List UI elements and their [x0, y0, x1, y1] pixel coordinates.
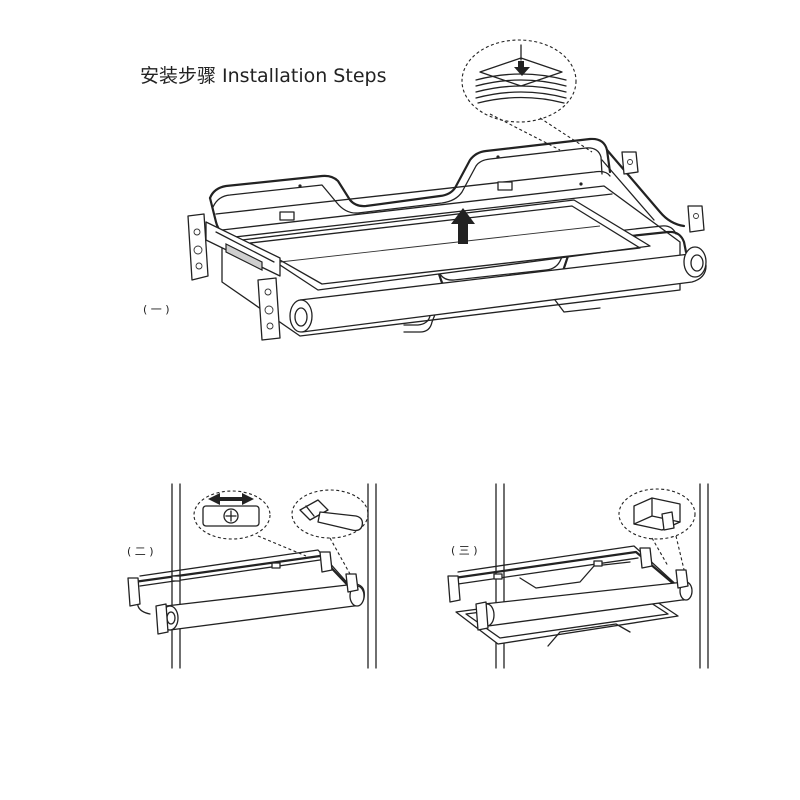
page-title: 安装步骤 Installation Steps — [140, 65, 386, 87]
step-1-illustration: ( 一 ) — [143, 39, 707, 341]
down-arrow-icon — [514, 61, 530, 76]
step-3-illustration: ( 三 ) — [447, 483, 709, 669]
step-2-illustration: ( 二 ) — [127, 483, 377, 669]
step-1-detail-callout — [461, 39, 593, 153]
up-arrow-icon — [451, 208, 475, 244]
step-2-screw-callout — [291, 489, 369, 575]
step-2-adjust-callout — [193, 490, 307, 557]
step-2-label: ( 二 ) — [127, 545, 154, 558]
step-1-label: ( 一 ) — [143, 303, 170, 316]
left-right-arrow-icon — [208, 493, 254, 505]
step-3-clip-callout — [618, 488, 696, 579]
step-3-label: ( 三 ) — [451, 544, 478, 557]
